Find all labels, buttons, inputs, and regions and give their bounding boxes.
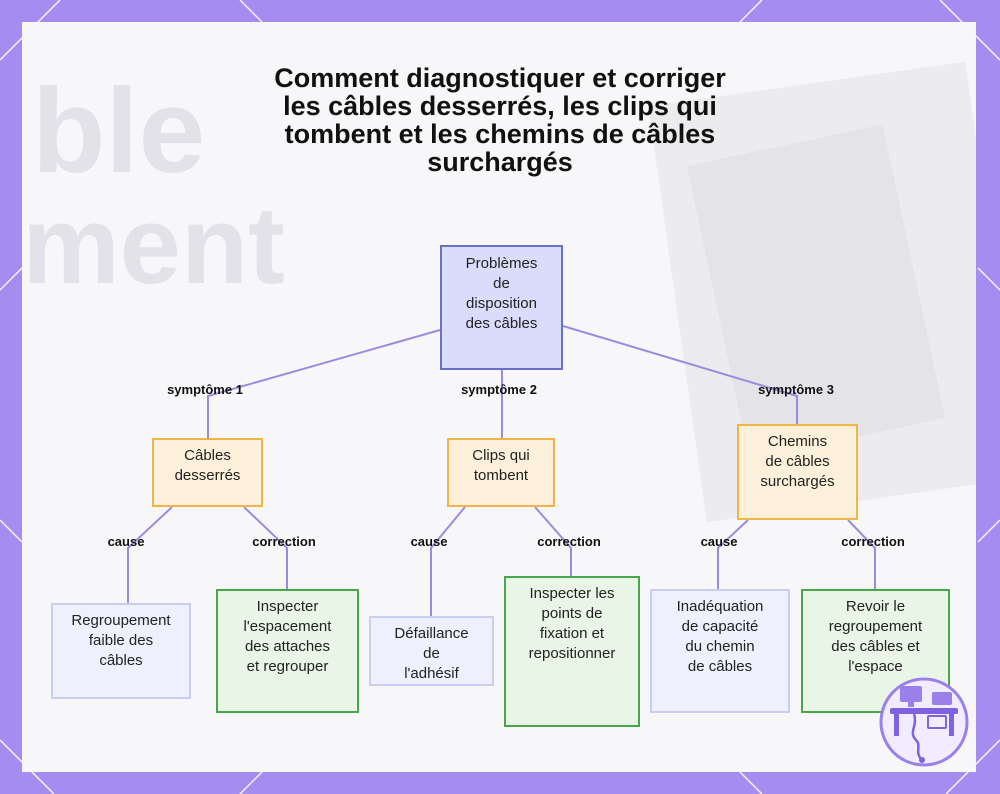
edge-root-symptom-1	[207, 329, 441, 438]
title-line: les câbles desserrés, les clips qui	[283, 91, 717, 121]
edge-root-symptom-3	[562, 325, 798, 424]
node-text: surchargés	[760, 473, 835, 490]
fix-node-2: Inspecter les points de fixation et repo…	[504, 576, 640, 727]
edge-label-symptom-1: symptôme 1	[167, 382, 243, 397]
node-text: de capacité	[681, 618, 759, 635]
title-line: Comment diagnostiquer et corriger	[274, 63, 726, 93]
node-text: Clips qui	[472, 447, 530, 464]
node-text: et regrouper	[246, 658, 329, 675]
background-ghost-text: ble	[32, 64, 206, 198]
edge-symptom-3-cause	[717, 519, 749, 589]
node-text: repositionner	[528, 645, 616, 662]
node-text: Inspecter les	[529, 585, 615, 602]
edge-symptom-3-fix	[847, 519, 876, 589]
node-text: regroupement	[828, 618, 923, 635]
symptom-node-3: Chemins de câbles surchargés	[737, 424, 858, 520]
node-text: points de	[541, 605, 603, 622]
edge-symptom-1-cause	[127, 506, 173, 603]
node-text: des attaches	[244, 638, 331, 655]
cause-node-2: Défaillance de l'adhésif	[369, 616, 494, 686]
root-node: Problèmes de disposition des câbles	[440, 245, 563, 370]
node-text: faible des	[88, 632, 154, 649]
node-text: l'adhésif	[404, 665, 459, 682]
node-text: Revoir le	[845, 598, 906, 615]
symptom-node-1: Câbles desserrés	[152, 438, 263, 507]
edge-label-cause-3: cause	[700, 534, 738, 549]
edge-symptom-1-fix	[243, 506, 288, 589]
fix-node-1: Inspecter l'espacement des attaches et r…	[216, 589, 359, 713]
node-text: Défaillance	[394, 625, 469, 642]
node-text: des câbles	[465, 315, 538, 332]
node-text: des câbles et	[831, 638, 920, 655]
edge-label-symptom-3: symptôme 3	[758, 382, 834, 397]
edge-label-fix-2: correction	[537, 534, 601, 549]
edge-label-cause-2: cause	[410, 534, 448, 549]
node-text: de câbles	[687, 658, 753, 675]
node-text: tombent	[473, 467, 529, 484]
edge-symptom-2-cause	[430, 506, 466, 616]
node-text: Câbles	[184, 447, 231, 464]
edge-label-cause-1: cause	[107, 534, 145, 549]
node-text: disposition	[466, 295, 537, 312]
node-text: Regroupement	[71, 612, 171, 629]
edge-symptom-2-fix	[534, 506, 572, 576]
node-text: desserrés	[174, 467, 241, 484]
title-line: tombent et les chemins de câbles	[284, 119, 716, 149]
title-line: surchargés	[427, 147, 573, 177]
node-text: de	[493, 275, 510, 292]
edge-label-fix-1: correction	[252, 534, 316, 549]
node-text: Problèmes	[465, 255, 538, 272]
desk-computer-cable-icon	[879, 677, 969, 767]
page-title: Comment diagnostiquer et corriger les câ…	[200, 64, 800, 176]
node-text: Inadéquation	[676, 598, 764, 615]
cause-node-1: Regroupement faible des câbles	[51, 603, 191, 699]
node-text: de câbles	[765, 453, 830, 470]
background-ghost-text: ment	[22, 184, 285, 307]
node-text: fixation et	[539, 625, 605, 642]
cause-node-3: Inadéquation de capacité du chemin de câ…	[650, 589, 790, 713]
node-text: Chemins	[767, 433, 828, 450]
node-text: Inspecter	[256, 598, 319, 615]
edge-label-symptom-2: symptôme 2	[461, 382, 537, 397]
node-text: du chemin	[685, 638, 755, 655]
node-text: câbles	[99, 652, 143, 669]
node-text: de	[423, 645, 440, 662]
node-text: l'espace	[848, 658, 903, 675]
symptom-node-2: Clips qui tombent	[447, 438, 555, 507]
node-text: l'espacement	[243, 618, 332, 635]
edge-label-fix-3: correction	[841, 534, 905, 549]
